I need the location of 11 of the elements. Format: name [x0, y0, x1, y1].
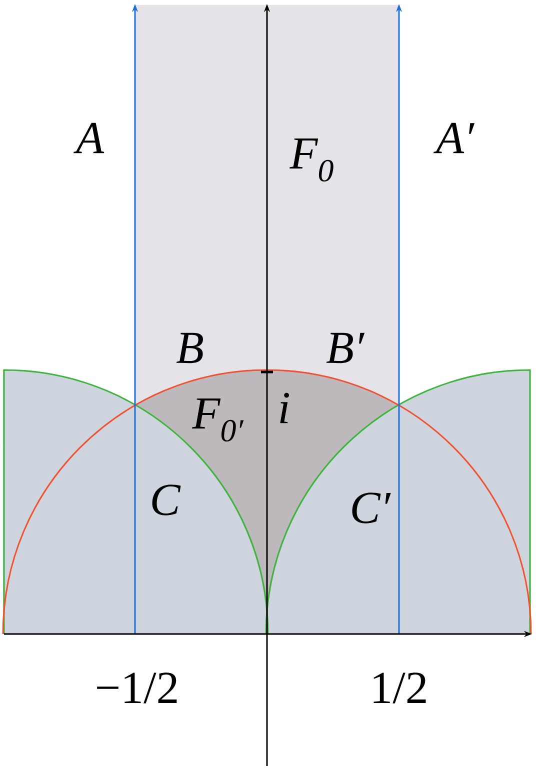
tick-label: −1/2: [97, 672, 177, 704]
region-label: A′: [433, 122, 475, 154]
point-label: i: [280, 392, 289, 424]
region-label: A: [74, 122, 104, 154]
point-label: B′: [326, 332, 365, 364]
region-label: C: [152, 484, 181, 516]
tick-label: 1/2: [374, 672, 426, 704]
region-label: C′: [352, 492, 391, 524]
region-label: F$_{0}$: [289, 138, 334, 182]
point-label: B: [176, 332, 203, 364]
region-label: F$_{0′}$: [192, 398, 244, 442]
